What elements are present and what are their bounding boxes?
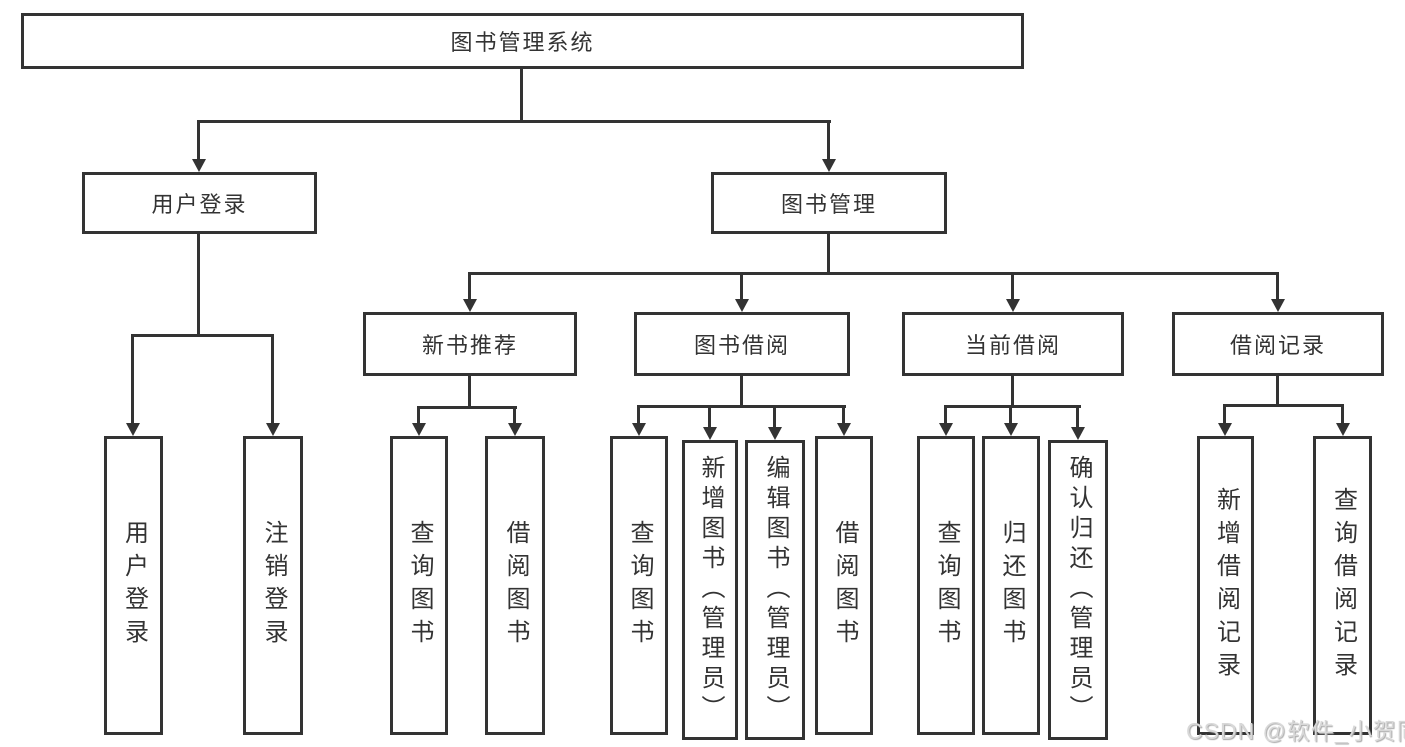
- connector-line: [740, 375, 743, 408]
- node-label: 图书管理: [780, 192, 877, 217]
- connector-line: [197, 120, 200, 160]
- connector-line: [1341, 404, 1344, 423]
- node-library-management-system: 图书管理系统: [21, 13, 1024, 69]
- arrowhead-down-icon: [939, 423, 953, 436]
- connector-line: [468, 272, 1279, 275]
- arrowhead-down-icon: [632, 423, 646, 436]
- node-label: 图书管理系统: [450, 30, 595, 55]
- arrowhead-down-icon: [1004, 423, 1018, 436]
- node-label: 用户登录: [120, 519, 148, 652]
- connector-line: [197, 233, 200, 336]
- arrowhead-down-icon: [412, 423, 426, 436]
- node-label: 查询图书: [406, 519, 433, 652]
- connector-line: [417, 406, 517, 409]
- leaf-user-login: 用户登录: [104, 436, 163, 735]
- node-borrowing-records: 借阅记录: [1172, 312, 1384, 376]
- connector-line: [1009, 405, 1012, 423]
- arrowhead-down-icon: [735, 299, 749, 312]
- node-label: 查询图书: [933, 519, 960, 652]
- arrowhead-down-icon: [768, 427, 782, 440]
- node-label: 新增图书（管理员）: [697, 455, 724, 725]
- arrowhead-down-icon: [1218, 423, 1232, 436]
- arrowhead-down-icon: [703, 427, 717, 440]
- connector-line: [944, 405, 1081, 408]
- arrowhead-down-icon: [192, 159, 206, 172]
- connector-line: [271, 334, 274, 423]
- leaf-logout-login: 注销登录: [243, 436, 303, 735]
- node-label: 归还图书: [998, 519, 1025, 652]
- node-label: 借阅图书: [502, 519, 529, 652]
- arrowhead-down-icon: [508, 423, 522, 436]
- connector-line: [131, 334, 274, 337]
- leaf-confirm-return-admin: 确认归还（管理员）: [1048, 440, 1108, 740]
- node-label: 新增借阅记录: [1212, 486, 1240, 685]
- connector-line: [417, 406, 420, 423]
- node-label: 新书推荐: [421, 333, 518, 358]
- node-label: 图书借阅: [693, 333, 790, 358]
- connector-line: [740, 272, 743, 300]
- leaf-edit-books-admin: 编辑图书（管理员）: [745, 440, 805, 740]
- connector-line: [637, 405, 846, 408]
- arrowhead-down-icon: [1336, 423, 1350, 436]
- connector-line: [468, 272, 471, 300]
- node-label: 查询借阅记录: [1329, 486, 1357, 685]
- leaf-return-books: 归还图书: [982, 436, 1040, 735]
- connector-line: [1076, 405, 1079, 427]
- leaf-borrow-books-recommend: 借阅图书: [485, 436, 545, 735]
- arrowhead-down-icon: [126, 423, 140, 436]
- connector-line: [468, 375, 471, 409]
- node-label: 确认归还（管理员）: [1065, 455, 1092, 725]
- csdn-watermark: CSDN @软件_小贺同学: [1186, 718, 1405, 744]
- node-user-login: 用户登录: [82, 172, 317, 234]
- arrowhead-down-icon: [1006, 299, 1020, 312]
- connector-line: [513, 406, 516, 423]
- connector-line: [520, 68, 523, 122]
- arrowhead-down-icon: [1071, 427, 1085, 440]
- leaf-borrow-books-borrowing: 借阅图书: [815, 436, 873, 735]
- connector-line: [708, 405, 711, 427]
- node-book-borrowing: 图书借阅: [634, 312, 850, 376]
- leaf-add-books-admin: 新增图书（管理员）: [682, 440, 738, 740]
- connector-line: [1011, 272, 1014, 300]
- connector-line: [1223, 404, 1226, 423]
- arrowhead-down-icon: [463, 299, 477, 312]
- connector-line: [637, 405, 640, 423]
- connector-line: [1276, 272, 1279, 300]
- leaf-query-books-borrowing: 查询图书: [610, 436, 668, 735]
- leaf-add-borrow-record: 新增借阅记录: [1197, 436, 1254, 735]
- connector-line: [944, 405, 947, 423]
- connector-line: [827, 233, 830, 275]
- connector-line: [1276, 375, 1279, 407]
- node-label: 查询图书: [626, 519, 653, 652]
- leaf-query-books-recommend: 查询图书: [390, 436, 448, 735]
- arrowhead-down-icon: [1271, 299, 1285, 312]
- connector-line: [773, 405, 776, 427]
- connector-line: [197, 120, 831, 123]
- connector-line: [1223, 404, 1344, 407]
- node-label: 借阅图书: [831, 519, 858, 652]
- node-book-management: 图书管理: [711, 172, 947, 234]
- connector-line: [131, 334, 134, 423]
- node-new-book-recommendation: 新书推荐: [363, 312, 577, 376]
- connector-line: [827, 120, 830, 160]
- arrowhead-down-icon: [822, 159, 836, 172]
- connector-line: [842, 405, 845, 423]
- node-label: 注销登录: [260, 519, 287, 652]
- node-label: 编辑图书（管理员）: [762, 455, 789, 725]
- arrowhead-down-icon: [266, 423, 280, 436]
- node-label: 当前借阅: [964, 333, 1061, 358]
- node-label: 借阅记录: [1229, 333, 1326, 358]
- node-current-borrowing: 当前借阅: [902, 312, 1124, 376]
- leaf-query-borrow-record: 查询借阅记录: [1313, 436, 1372, 735]
- node-label: 用户登录: [151, 192, 248, 217]
- leaf-query-books-current: 查询图书: [917, 436, 975, 735]
- arrowhead-down-icon: [837, 423, 851, 436]
- connector-line: [1011, 375, 1014, 408]
